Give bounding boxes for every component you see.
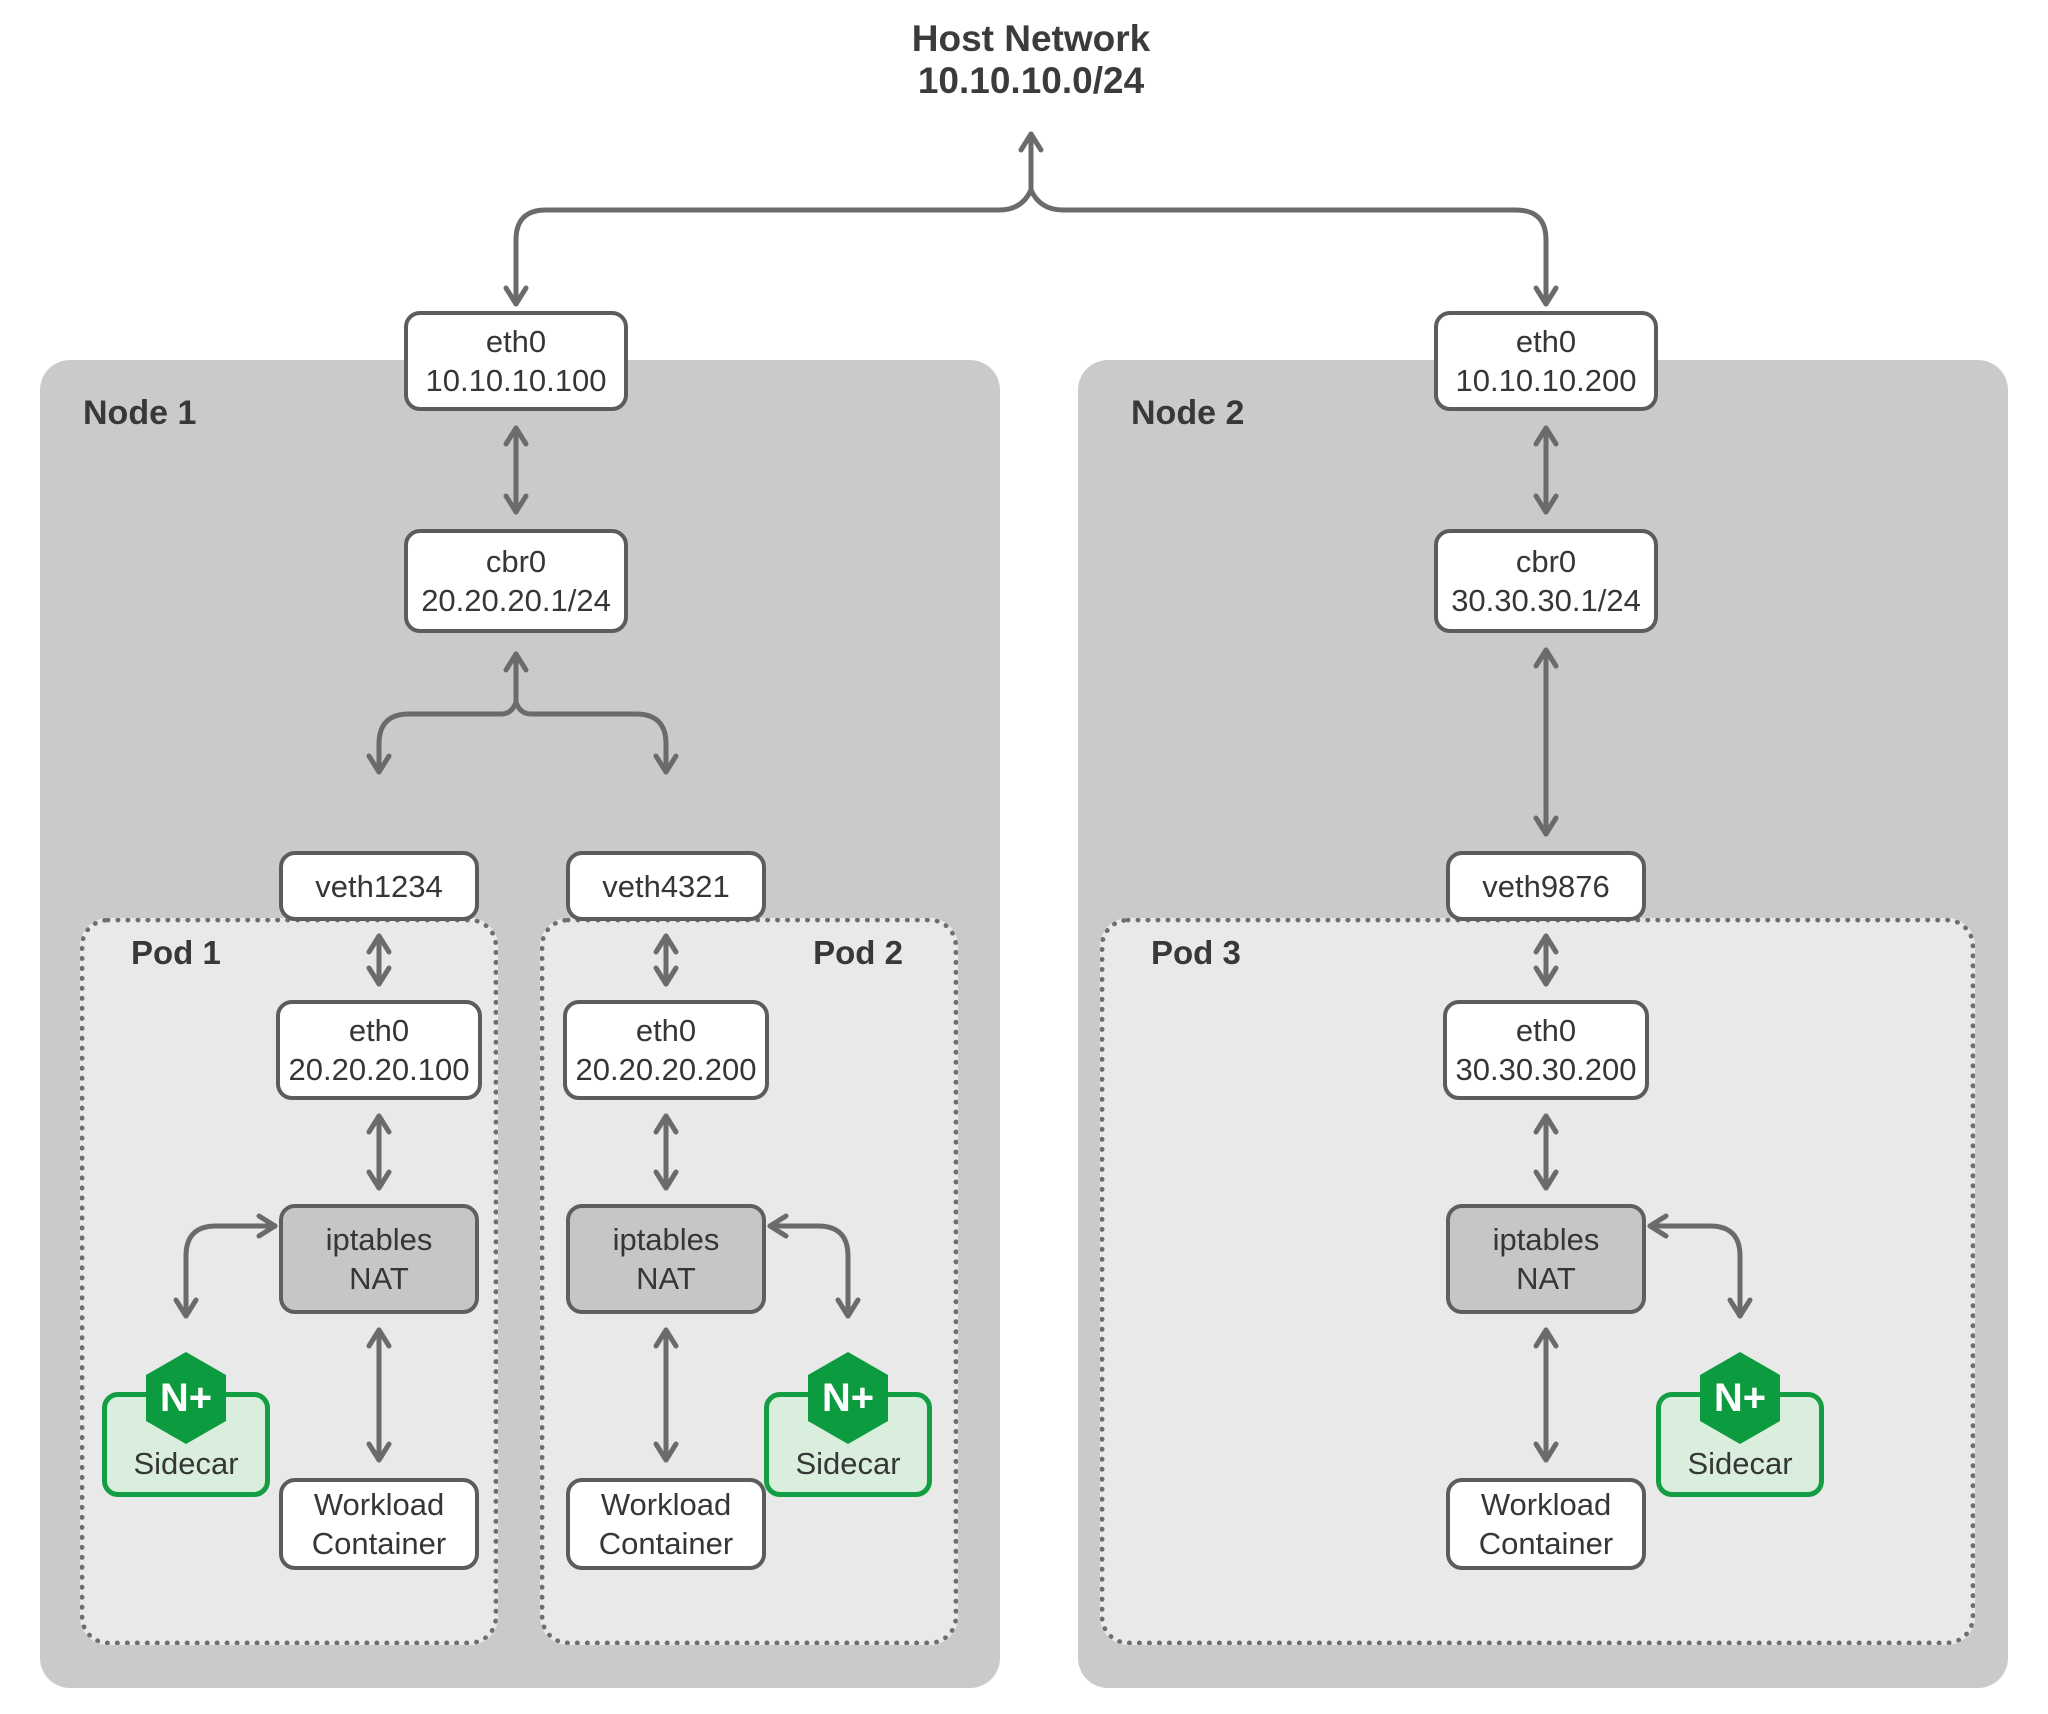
- pod2-iptables-line1: iptables: [612, 1222, 720, 1257]
- pod2-eth0-box: eth0 20.20.20.200: [563, 1000, 769, 1100]
- arrow-cbr0-to-veth4321: [513, 699, 679, 775]
- veth9876-box: veth9876: [1446, 851, 1646, 921]
- pod3-iptables-box: iptables NAT: [1446, 1204, 1646, 1314]
- node2-host-eth0-ip: 10.10.10.200: [1455, 363, 1637, 398]
- pod2-eth0-name: eth0: [635, 1013, 697, 1048]
- pod1-eth0-name: eth0: [348, 1013, 410, 1048]
- pod3-iptables-line1: iptables: [1492, 1222, 1600, 1257]
- node2-cbr0-ip: 30.30.30.1/24: [1451, 583, 1641, 618]
- pod1-eth0-box: eth0 20.20.20.100: [276, 1000, 482, 1100]
- node2-label: Node 2: [1131, 394, 1245, 432]
- pod1-nginx-badge: N+: [159, 1375, 213, 1420]
- node2-host-eth0-name: eth0: [1515, 324, 1577, 359]
- node1-host-eth0-box: eth0 10.10.10.100: [404, 311, 628, 411]
- pod2-iptables-box: iptables NAT: [566, 1204, 766, 1314]
- pod3-sidecar-label: Sidecar: [1687, 1446, 1793, 1481]
- pod3-eth0-name: eth0: [1515, 1013, 1577, 1048]
- veth4321-box: veth4321: [566, 851, 766, 921]
- pod3-workload-line1: Workload: [1480, 1487, 1612, 1522]
- pod3-nginx-badge: N+: [1713, 1375, 1767, 1420]
- pod3-workload-line2: Container: [1478, 1526, 1614, 1561]
- pod1-iptables-line1: iptables: [325, 1222, 433, 1257]
- pod2-label: Pod 2: [813, 934, 903, 971]
- pod2-eth0-ip: 20.20.20.200: [575, 1052, 757, 1087]
- pod3-iptables-line2: NAT: [1516, 1261, 1576, 1296]
- node1-label: Node 1: [83, 394, 197, 432]
- nginx-plus-icon: N+: [146, 1352, 226, 1444]
- node2-cbr0-name: cbr0: [1515, 544, 1577, 579]
- diagram-title: Host Network 10.10.10.0/24: [731, 18, 1331, 102]
- pod1-label: Pod 1: [131, 934, 221, 971]
- node1-cbr0-name: cbr0: [485, 544, 547, 579]
- pod2-nginx-badge: N+: [821, 1375, 875, 1420]
- pod2-workload-line1: Workload: [600, 1487, 732, 1522]
- arrow-pod2-iptables-sidecar: [767, 1213, 861, 1319]
- host-network-title: Host Network: [911, 18, 1151, 59]
- pod1-workload-box: Workload Container: [279, 1478, 479, 1570]
- arrow-cbr0-to-veth1234: [366, 651, 529, 775]
- nginx-plus-icon: N+: [1700, 1352, 1780, 1444]
- pod2-sidecar-label: Sidecar: [795, 1446, 901, 1481]
- pod1-iptables-line2: NAT: [349, 1261, 409, 1296]
- pod1-workload-line2: Container: [311, 1526, 447, 1561]
- pod3-label: Pod 3: [1151, 934, 1241, 971]
- pod1-workload-line1: Workload: [313, 1487, 445, 1522]
- arrow-hostnet-to-node2-eth0: [1028, 187, 1559, 307]
- veth1234-box: veth1234: [279, 851, 479, 921]
- node1-host-eth0-name: eth0: [485, 324, 547, 359]
- pod3-eth0-ip: 30.30.30.200: [1455, 1052, 1637, 1087]
- pod2-workload-line2: Container: [598, 1526, 734, 1561]
- pod3-workload-box: Workload Container: [1446, 1478, 1646, 1570]
- pod2-workload-box: Workload Container: [566, 1478, 766, 1570]
- arrow-hostnet-to-node1-eth0: [503, 187, 1034, 307]
- node1-host-eth0-ip: 10.10.10.100: [425, 363, 607, 398]
- pod2-iptables-line2: NAT: [636, 1261, 696, 1296]
- pod1-sidecar-label: Sidecar: [133, 1446, 239, 1481]
- veth4321-name: veth4321: [602, 868, 730, 904]
- nginx-plus-icon: N+: [808, 1352, 888, 1444]
- node2-host-eth0-box: eth0 10.10.10.200: [1434, 311, 1658, 411]
- host-network-subnet: 10.10.10.0/24: [917, 60, 1145, 101]
- pod1-eth0-ip: 20.20.20.100: [288, 1052, 470, 1087]
- node1-cbr0-box: cbr0 20.20.20.1/24: [404, 529, 628, 633]
- node2-cbr0-box: cbr0 30.30.30.1/24: [1434, 529, 1658, 633]
- veth9876-name: veth9876: [1482, 868, 1610, 904]
- arrow-pod1-iptables-sidecar: [173, 1213, 278, 1319]
- pod3-eth0-box: eth0 30.30.30.200: [1443, 1000, 1649, 1100]
- node1-cbr0-ip: 20.20.20.1/24: [421, 583, 611, 618]
- pod1-iptables-box: iptables NAT: [279, 1204, 479, 1314]
- veth1234-name: veth1234: [315, 868, 443, 904]
- arrow-pod3-iptables-sidecar: [1647, 1213, 1753, 1319]
